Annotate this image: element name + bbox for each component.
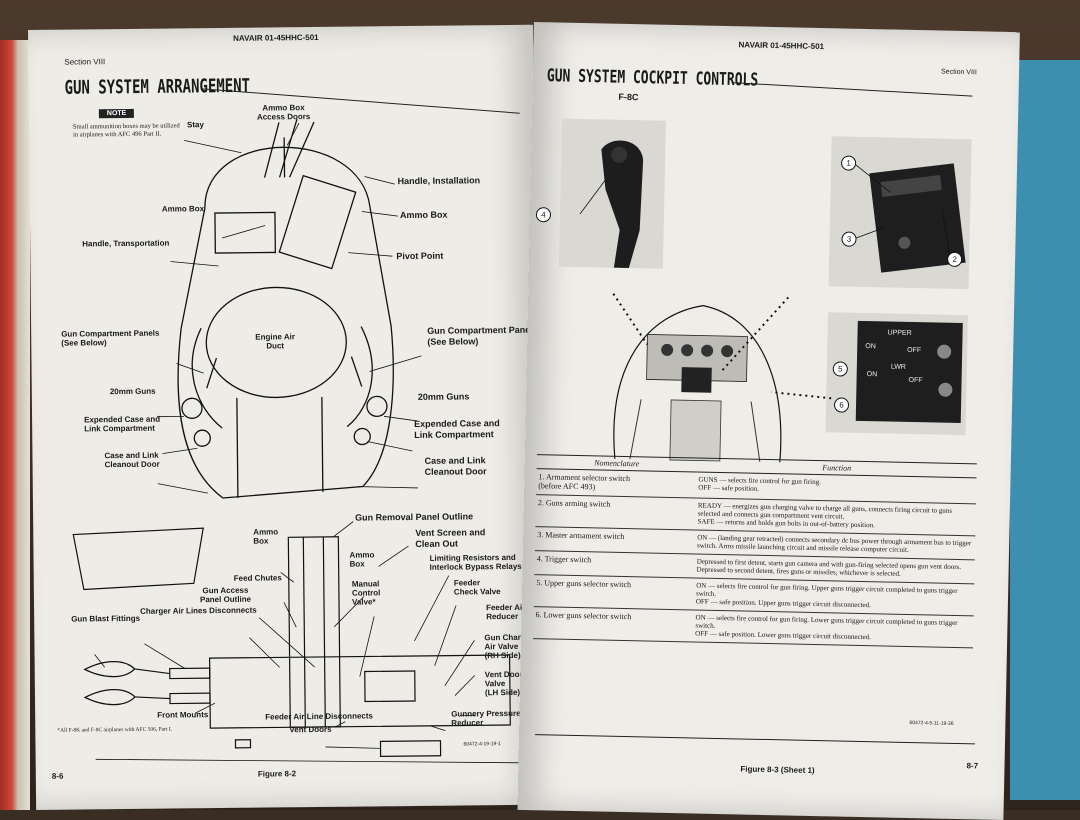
label-vent-screen: Vent Screen and Clean Out xyxy=(415,527,485,549)
label-handle-transportation: Handle, Transportation xyxy=(82,239,169,249)
function-table-wrapper: Nomenclature Function 1. Armament select… xyxy=(533,454,977,648)
label-stay: Stay xyxy=(187,120,204,129)
function-table: Nomenclature Function 1. Armament select… xyxy=(533,454,977,648)
label-vent-doors: Vent Doors xyxy=(289,725,331,735)
label-gun-blast: Gun Blast Fittings xyxy=(71,614,140,624)
panel-on1-label: ON xyxy=(865,343,876,350)
figure-caption: Figure 8-2 xyxy=(258,769,296,778)
label-gun-access: Gun Access Panel Outline xyxy=(200,586,251,605)
label-vent-door-valve: Vent Door Valve (LH Side) xyxy=(485,670,523,698)
footnote: *All F-8K and F-8C airplanes with AFC 50… xyxy=(57,727,172,734)
panel-on2-label: ON xyxy=(867,371,878,378)
left-page: Section VIII NAVAIR 01-45HHC-501 GUN SYS… xyxy=(28,25,541,810)
page-subtitle: F-8C xyxy=(618,92,638,103)
label-limiting-resistors: Limiting Resistors and Interlock Bypass … xyxy=(430,553,522,572)
row-name: 4. Trigger switch xyxy=(534,551,694,578)
label-gun-comp-panels-left: Gun Compartment Panels (See Below) xyxy=(61,329,159,348)
panel-lwr-label: LWR xyxy=(891,364,906,371)
panel-off1-label: OFF xyxy=(907,347,921,354)
ref-code: 60472-4-19-19-1 xyxy=(463,741,500,747)
label-ammo-box-lower1: Ammo Box xyxy=(253,527,278,546)
callout-4: 4 xyxy=(536,204,551,222)
label-removal-panel: Gun Removal Panel Outline xyxy=(355,511,473,523)
callout-3: 3 xyxy=(841,228,856,246)
title-rule xyxy=(733,82,973,96)
label-expended-left: Expended Case and Link Compartment xyxy=(84,415,160,434)
label-ammo-box-doors: Ammo Box Access Doors xyxy=(257,103,311,122)
figure-caption: Figure 8-3 (Sheet 1) xyxy=(740,764,814,775)
label-gunnery-reducer: Gunnery Pressure Reducer xyxy=(451,709,521,728)
row-function: ON — selects fire control for gun firing… xyxy=(693,610,974,648)
page-title: GUN SYSTEM COCKPIT CONTROLS xyxy=(547,66,759,91)
ref-code: 60472-4-5-11-19-36 xyxy=(909,720,953,727)
label-feeder-check: Feeder Check Valve xyxy=(454,578,501,597)
label-feeder-air-reducer: Feeder Air Reducer xyxy=(486,603,525,622)
label-guns-left: 20mm Guns xyxy=(110,387,156,397)
label-front-mounts: Front Mounts xyxy=(157,710,208,720)
label-cleanout-right: Case and Link Cleanout Door xyxy=(424,455,486,477)
row-name: 6. Lower guns selector switch xyxy=(533,607,694,642)
row-name: 1. Armament selector switch (before AFC … xyxy=(536,469,697,498)
page-number: 8-6 xyxy=(52,772,64,781)
label-feeder-disconnects: Feeder Air Line Disconnects xyxy=(265,711,373,721)
label-pivot-point: Pivot Point xyxy=(396,251,443,262)
trigger-photo xyxy=(559,119,666,269)
label-ammo-box: Ammo Box xyxy=(162,204,204,214)
label-manual-control: Manual Control Valve* xyxy=(352,579,381,607)
label-guns-right: 20mm Guns xyxy=(418,391,470,402)
label-engine-air-duct: Engine Air Duct xyxy=(255,332,295,351)
panel-off2-label: OFF xyxy=(909,377,923,384)
cockpit-illustration xyxy=(585,273,839,468)
row-name: 5. Upper guns selector switch xyxy=(534,575,695,610)
doc-number: NAVAIR 01-45HHC-501 xyxy=(738,40,824,51)
callout-2: 2 xyxy=(947,249,962,267)
page-number: 8-7 xyxy=(966,761,978,770)
right-page: NAVAIR 01-45HHC-501 Section VIII GUN SYS… xyxy=(517,22,1019,820)
label-handle-installation: Handle, Installation xyxy=(398,175,481,187)
blue-binder xyxy=(1010,60,1080,800)
callout-1: 1 xyxy=(841,152,856,170)
label-feed-chutes: Feed Chutes xyxy=(234,573,282,583)
bottom-rule xyxy=(535,734,975,744)
label-expended-right: Expended Case and Link Compartment xyxy=(414,418,500,440)
label-ammo-box-lower2: Ammo Box xyxy=(349,550,374,569)
label-ammo-box-right: Ammo Box xyxy=(400,210,448,221)
trigger-stick-illustration xyxy=(559,119,666,269)
row-name: 2. Guns arming switch xyxy=(535,495,696,530)
book-spine xyxy=(0,40,30,810)
section-label: Section VIII xyxy=(941,69,977,77)
label-cleanout-left: Case and Link Cleanout Door xyxy=(104,451,159,470)
panel-upper-label: UPPER xyxy=(887,329,911,337)
label-gun-comp-panels-right: Gun Compartment Panels (See Below) xyxy=(427,325,538,348)
row-name: 3. Master armament switch xyxy=(535,527,695,554)
label-charger-air: Charger Air Lines Disconnects xyxy=(140,606,257,616)
